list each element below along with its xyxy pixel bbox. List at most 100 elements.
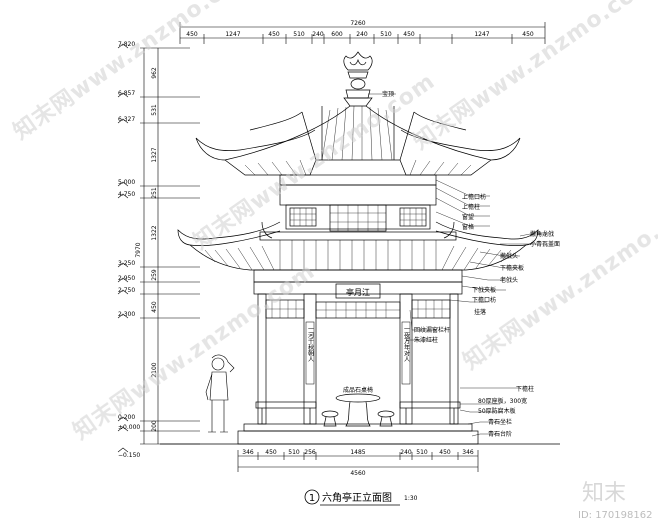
bottom-total-dimension: 4560 [350, 470, 365, 477]
bottom-dim: 346 [462, 449, 474, 456]
annotation-labels: 宝顶 上檐口枋 上檐柱 窗望 窗格 撇角龙戗 小青瓦盖面 撇戗头 下檐夹板 老戗… [382, 90, 560, 438]
left-dimension-values: 7970 962 531 1327 251 1322 259 450 2100 … [135, 67, 158, 432]
couplet-left: 一河千秋朝人 [307, 326, 314, 362]
drawing-number: 1 [309, 493, 315, 504]
label-beiwu: 窗望 [462, 213, 474, 221]
elevation-value: 4.750 [118, 191, 135, 198]
brand-logo: 知末 [582, 481, 626, 506]
label-baoding: 宝顶 [382, 90, 394, 98]
watermark-text: 知末网www.znzmo.com [409, 0, 658, 155]
drawing-scale: 1:30 [404, 495, 418, 502]
elevation-value: 3.250 [118, 260, 135, 267]
top-dim: 450 [522, 31, 534, 38]
bottom-dimension-values: 346 450 510 256 1485 240 510 450 346 [242, 449, 474, 456]
bottom-dim: 256 [304, 449, 316, 456]
bottom-dim: 346 [242, 449, 254, 456]
label-shangyan-kouchou: 上檐口枋 [462, 193, 486, 201]
elevation-value: 6.327 [118, 116, 135, 123]
bottom-dim: 510 [416, 449, 428, 456]
top-dim: 1247 [225, 31, 240, 38]
lower-roof-tiles [204, 240, 512, 271]
label-qing-shi-jie: 青石台阶 [488, 430, 512, 438]
human-figure [205, 354, 235, 433]
left-total-dimension: 7970 [135, 242, 142, 257]
bottom-dim: 450 [439, 449, 451, 456]
label-db80: 80厚座板，300宽 [478, 397, 527, 405]
watermarks: 知末网www.znzmo.com 知末网www.znzmo.com 知末网www… [9, 0, 658, 445]
finial [343, 51, 373, 107]
label-xiao-qing-wa: 小青瓦盖面 [530, 240, 560, 248]
bottom-dim: 450 [265, 449, 277, 456]
elevation-marks [117, 43, 129, 453]
left-dim: 1322 [151, 225, 158, 240]
lower-roof [177, 221, 539, 271]
label-shang-lang: 上檐柱 [462, 203, 480, 211]
watermark-text: 知末网www.znzmo.com [69, 258, 320, 445]
left-dim: 259 [151, 269, 158, 281]
label-qing-shi-ban: 青石坐栏 [488, 418, 512, 426]
elevation-value: −0.150 [118, 452, 140, 459]
upper-lattice-windows [290, 205, 426, 231]
bench-and-base [160, 393, 560, 445]
annotation-leaders [368, 93, 548, 437]
top-total-dimension: 7260 [350, 20, 365, 27]
left-dim: 531 [151, 104, 158, 116]
left-dim: 962 [151, 67, 158, 79]
elevation-value: 6.857 [118, 90, 135, 97]
left-dim: 2100 [151, 362, 158, 377]
left-dim: 1327 [151, 147, 158, 162]
drawing-title: 1 六角亭正立面图 1:30 [304, 489, 418, 506]
bottom-dimension-chain [237, 450, 479, 472]
couplet-right: 一夜万年对人 [403, 326, 410, 362]
left-dim: 200 [151, 420, 158, 432]
bottom-dim: 240 [400, 449, 412, 456]
top-dimension-values: 450 1247 450 510 240 600 240 510 450 124… [186, 31, 534, 38]
top-dim: 240 [356, 31, 368, 38]
label-yi-zhu: 朱漆红柱 [414, 336, 438, 344]
couplets [305, 321, 411, 385]
label-mu-ti-yang-zhi: 回纹漏窗栏杆 [414, 326, 450, 334]
label-lao-jiao-chong: 撇角龙戗 [530, 230, 554, 238]
plaque-text: 亭月江 [346, 287, 370, 297]
label-bian-xian-tou: 老戗头 [500, 276, 518, 284]
upper-roof [195, 105, 521, 176]
bottom-dim: 1485 [350, 449, 365, 456]
top-dim: 450 [186, 31, 198, 38]
left-dim: 450 [151, 301, 158, 313]
drawing-number-circle [304, 489, 320, 505]
label-xia-yan-kou: 下檐口枋 [472, 296, 496, 304]
top-dim: 1247 [474, 31, 489, 38]
label-xia-jiao-zhen: 下戗夹板 [472, 286, 496, 294]
bottom-dim: 510 [288, 449, 300, 456]
label-xia-jing-xi: 下檐柱 [516, 385, 534, 393]
label-gua-luo: 挂落 [474, 308, 486, 316]
left-dim: 251 [151, 187, 158, 199]
elevation-value: 2.300 [118, 311, 135, 318]
elevation-value: 7.820 [118, 41, 135, 48]
top-dim: 240 [312, 31, 324, 38]
elevation-value: 0.200 [118, 414, 135, 421]
elevation-value: 2.950 [118, 275, 135, 282]
top-dim: 510 [380, 31, 392, 38]
image-id: ID: 170198162 [578, 510, 652, 521]
label-ceng-ji-tou: 撇戗头 [500, 252, 518, 260]
elevation-values: 7.820 6.857 6.327 5.000 4.750 3.250 2.95… [118, 41, 140, 459]
top-dim: 450 [403, 31, 415, 38]
watermark-text: 知末网www.znzmo.com [189, 68, 440, 255]
elevation-value: 2.750 [118, 287, 135, 294]
hanging-lattice [266, 300, 450, 318]
top-dim: 450 [268, 31, 280, 38]
label-chuang-ge: 窗格 [462, 223, 474, 231]
watermark-text: 知末网www.znzmo.com [9, 0, 260, 145]
top-dim: 600 [331, 31, 343, 38]
top-dim: 510 [293, 31, 305, 38]
top-dimension-chain [179, 22, 546, 44]
label-xia-yan-zhen: 下檐夹板 [500, 264, 524, 272]
upper-roof-tiles [244, 105, 472, 176]
seat-label: 成品石桌椅 [343, 386, 373, 394]
elevation-value: 5.000 [118, 179, 135, 186]
elevation-value: ±0.000 [118, 424, 140, 431]
drawing-title-text: 六角亭正立面图 [322, 491, 392, 504]
label-db50: 50厚防腐木板 [478, 407, 516, 415]
